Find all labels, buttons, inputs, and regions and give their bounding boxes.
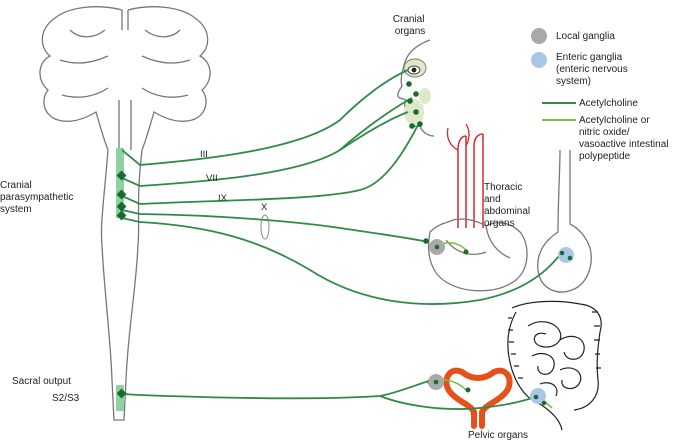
nerve-ix-path <box>122 125 418 204</box>
vagus-bundle-marker <box>261 215 269 239</box>
legend-enteric-ganglia-label: Enteric ganglia (enteric nervous system) <box>556 52 630 87</box>
nerve-label-x: X <box>261 202 268 213</box>
cranial-organs-label: Cranial organs <box>393 14 427 37</box>
nerve-x-to-gut <box>122 218 562 304</box>
sacral-output-label: Sacral output <box>12 376 71 387</box>
enteric-ganglion-stomach <box>558 247 574 263</box>
pelvic-organ <box>446 371 509 426</box>
legend-local-ganglia-label: Local ganglia <box>556 31 615 42</box>
thoracic-label: Thoracic and abdominal organs <box>484 182 533 229</box>
legend-ach-or-no-label: Acetylcholine or nitric oxide/ vasoactiv… <box>579 115 671 162</box>
pelvic-organs-label: Pelvic organs <box>468 430 528 440</box>
cranial-system-label: Cranial parasympathetic system <box>0 180 76 215</box>
legend-acetylcholine-label: Acetylcholine <box>579 98 638 109</box>
legend-local-ganglia-swatch <box>531 28 547 44</box>
sacral-nerve-path <box>122 380 432 398</box>
nerve-label-vii: VII <box>206 173 218 184</box>
s2s3-label: S2/S3 <box>52 393 80 404</box>
sacral-segment-band <box>116 385 124 411</box>
brain-spinal-cord <box>40 7 210 420</box>
legend-enteric-ganglia-swatch <box>531 52 547 68</box>
legend: Local ganglia Enteric ganglia (enteric n… <box>531 28 671 162</box>
intestines <box>508 301 601 430</box>
cranial-organs <box>398 40 434 136</box>
nerve-label-iii: III <box>200 149 208 160</box>
nerve-label-ix: IX <box>218 193 228 204</box>
nerve-x-to-heart <box>122 210 428 242</box>
